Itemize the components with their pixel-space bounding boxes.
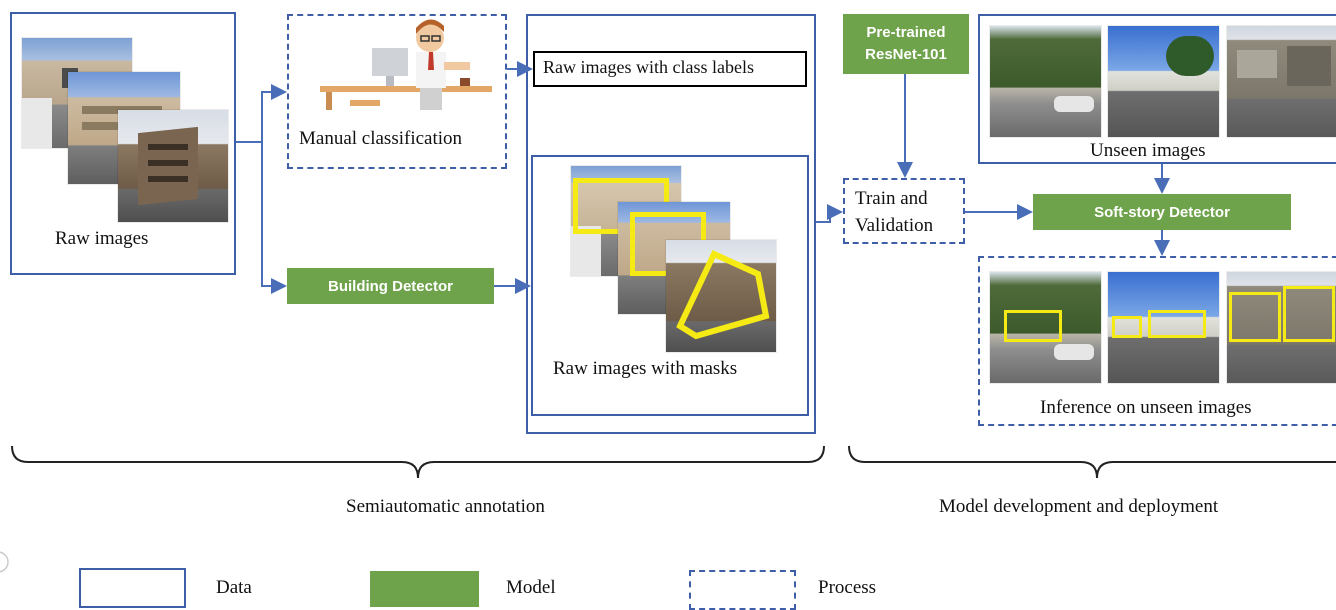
legend-process-swatch [689,570,796,610]
group-annotation-label: Semiautomatic annotation [346,496,545,517]
raw-photo-3 [118,110,228,222]
arrow-raw-to-building [261,142,287,294]
softstory-detector-box: Soft-story Detector [1033,194,1291,230]
raw-images-box [10,12,236,275]
masks-box [531,155,809,416]
train-validation-box [843,178,965,244]
inference-photo-2 [1108,272,1219,383]
legend-data-swatch [79,568,186,608]
masks-label: Raw images with masks [553,358,738,379]
pretrained-line2: ResNet-101 [865,46,947,63]
brace-development [848,445,1336,479]
class-labels-box [533,51,807,87]
manual-classification-label: Manual classification [299,128,463,149]
annotation-output-box [526,14,816,434]
pretrained-line1: Pre-trained [866,24,946,41]
train-line1: Train and [855,188,928,209]
raw-images-label: Raw images [55,228,149,249]
legend-data-label: Data [216,577,252,598]
unseen-images-box [978,14,1336,164]
train-line2: Validation [855,215,934,236]
group-development-label: Model development and deployment [939,496,1219,517]
class-labels-label: Raw images with class labels [543,57,754,77]
mask-photo-3 [666,240,776,352]
brace-annotation [11,445,825,479]
legend-model-label: Model [506,577,556,598]
person-at-desk-illustration [320,18,492,110]
unseen-images-label: Unseen images [1090,140,1206,161]
inference-photo-3 [1227,272,1336,383]
arrow-raw-to-manual [236,84,287,143]
unseen-photo-3 [1227,26,1336,137]
unseen-photo-1 [990,26,1101,137]
inference-photo-1 [990,272,1101,383]
building-detector-box: Building Detector [287,268,494,304]
legend-model-swatch [370,571,479,607]
unseen-photo-2 [1108,26,1219,137]
legend-process-label: Process [818,577,877,598]
inference-label: Inference on unseen images [1040,397,1252,418]
arrow-annotation-to-train [816,204,843,223]
pretrained-resnet-box: Pre-trained ResNet-101 [843,14,969,74]
